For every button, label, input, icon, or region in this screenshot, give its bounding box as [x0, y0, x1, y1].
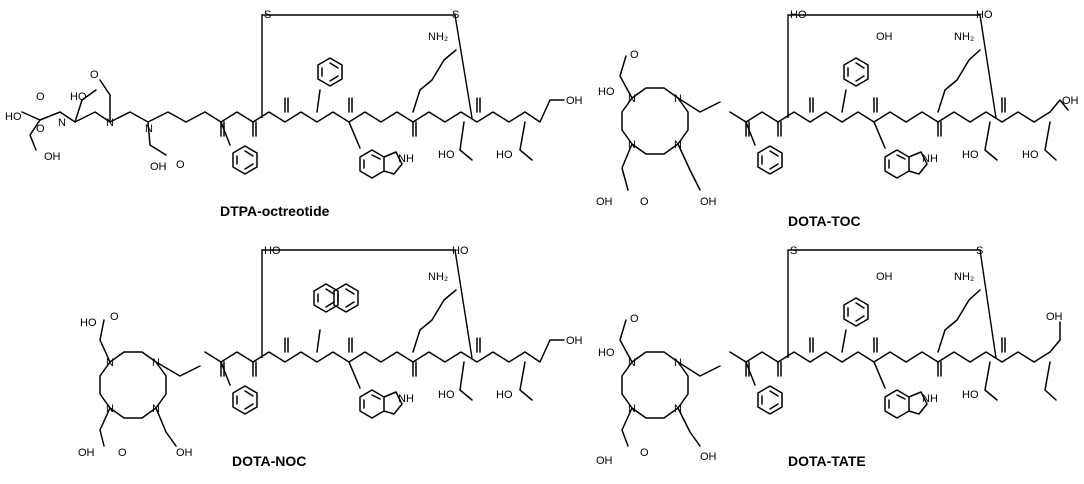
disulfide-bridge: [261, 249, 473, 359]
hydroxyl-label: OH: [596, 455, 613, 467]
indole-nh-label: NH: [398, 393, 414, 405]
disulfide-bridge: [787, 249, 997, 359]
nitrogen-label: N: [145, 123, 153, 135]
sulfur-label: HO: [976, 9, 993, 21]
caption-dota-toc: DOTA-TOC: [788, 213, 861, 229]
hydroxyl-label: OH: [596, 196, 613, 208]
carboxyl-oh-label: OH: [1046, 311, 1063, 323]
oxygen-label: O: [110, 311, 119, 323]
oxygen-label: O: [640, 196, 649, 208]
panel-dota-tate: S S N N N N HO O OH O OH OH NH NH₂ HO OH…: [596, 245, 1063, 469]
caption-dtpa-octreotide: DTPA-octreotide: [220, 203, 330, 219]
amine-label: NH₂: [954, 271, 974, 283]
hydroxyl-label: OH: [150, 161, 167, 173]
caption-dota-tate: DOTA-TATE: [788, 453, 866, 469]
nitrogen-label: N: [106, 117, 114, 129]
panel-dtpa-octreotide: S S HO O HO O N N N OH O OH O NH NH₂: [5, 9, 583, 219]
indole-nh-label: NH: [922, 153, 938, 165]
oxygen-label: O: [90, 69, 99, 81]
panel-dota-noc: HO HO N N N N HO O OH O OH NH NH₂ HO HO …: [78, 245, 583, 469]
hydroxyl-label: HO: [438, 389, 455, 401]
oxygen-label: O: [630, 49, 639, 61]
nitrogen-label: N: [152, 357, 160, 369]
disulfide-bridge: [787, 14, 997, 119]
hydroxyl-label: OH: [176, 447, 193, 459]
amine-label: NH₂: [428, 31, 448, 43]
phenol-oh-label: OH: [876, 271, 893, 283]
sulfur-label: S: [264, 9, 271, 21]
hydroxyl-label: OH: [566, 335, 583, 347]
hydroxyl-label: HO: [5, 111, 22, 123]
nitrogen-label: N: [628, 357, 636, 369]
amine-label: NH₂: [428, 271, 448, 283]
nitrogen-label: N: [58, 117, 66, 129]
sulfur-label: S: [452, 9, 459, 21]
hydroxyl-label: HO: [1022, 149, 1039, 161]
hydroxyl-label: HO: [80, 317, 97, 329]
hydroxyl-label: HO: [70, 91, 87, 103]
oxygen-label: O: [176, 159, 185, 171]
hydroxyl-label: OH: [700, 196, 717, 208]
hydroxyl-label: OH: [1062, 95, 1079, 107]
nitrogen-label: N: [106, 357, 114, 369]
hydroxyl-label: HO: [962, 389, 979, 401]
oxygen-label: O: [118, 447, 127, 459]
oxygen-label: O: [36, 123, 45, 135]
panel-dota-toc: HO HO N N N N HO O OH O OH OH NH NH₂ HO …: [596, 9, 1079, 229]
oxygen-label: O: [630, 313, 639, 325]
hydroxyl-label: OH: [44, 151, 61, 163]
amine-label: NH₂: [954, 31, 974, 43]
sulfur-label: HO: [264, 245, 281, 257]
hydroxyl-label: HO: [598, 86, 615, 98]
disulfide-bridge: [261, 14, 473, 119]
nitrogen-label: N: [628, 93, 636, 105]
hydroxyl-label: HO: [598, 347, 615, 359]
dtpa-chain: [39, 111, 206, 123]
sulfur-label: S: [976, 245, 983, 257]
nitrogen-label: N: [674, 357, 682, 369]
nitrogen-label: N: [674, 93, 682, 105]
hydroxyl-label: HO: [438, 149, 455, 161]
hydroxyl-label: OH: [78, 447, 95, 459]
indole-nh-label: NH: [922, 393, 938, 405]
hydroxyl-label: OH: [700, 451, 717, 463]
sulfur-label: HO: [452, 245, 469, 257]
oxygen-label: O: [640, 447, 649, 459]
hydroxyl-label: HO: [496, 389, 513, 401]
hydroxyl-label: OH: [566, 95, 583, 107]
hydroxyl-label: HO: [496, 149, 513, 161]
sulfur-label: HO: [790, 9, 807, 21]
caption-dota-noc: DOTA-NOC: [232, 453, 306, 469]
oxygen-label: O: [36, 91, 45, 103]
sulfur-label: S: [790, 245, 797, 257]
phenol-oh-label: OH: [876, 31, 893, 43]
indole-nh-label: NH: [398, 153, 414, 165]
hydroxyl-label: HO: [962, 149, 979, 161]
